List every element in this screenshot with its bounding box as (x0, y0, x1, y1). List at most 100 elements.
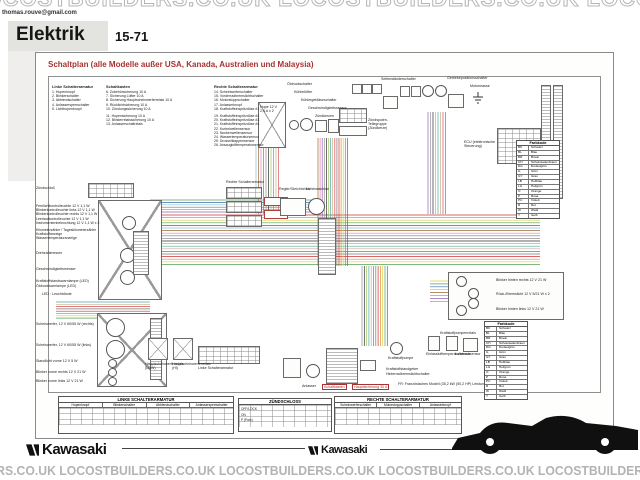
headlamp-right-symbol (106, 318, 125, 337)
legend-entry: 12. Blinkerrelaissicherung 10 A (106, 118, 155, 123)
right-switch-table: RECHTE SCHALTERARMATUR Scheinwerferschal… (334, 396, 462, 434)
table-section-header: Anlassersperrschalter (195, 403, 228, 408)
legend-entry: 2. Blinkerschalter (52, 94, 79, 99)
speedometer-label: Geschwindigkeitsmesser (36, 267, 76, 271)
connector-strip (133, 231, 149, 275)
fuel-warn-led-label: Kraftstoffstandswarnlampe (LED) (36, 279, 89, 283)
color-code-cell: R (517, 203, 529, 209)
page-number: 15-71 (115, 29, 149, 44)
gauge-symbol (120, 270, 135, 285)
kawasaki-logo-left: Kawasaki (26, 441, 107, 458)
legend-entry: 21. Kraftstoffeinspritzdüse #4 (214, 122, 260, 127)
rear-turn-right-lamp (456, 276, 467, 287)
sensor-symbol (435, 85, 447, 97)
gear-position-switch-box (448, 94, 464, 108)
color-code-cell: W (485, 389, 497, 395)
instrument-label: Kraftstoffanzeige (36, 232, 63, 237)
oil-switch-label: Öldruckschalter (287, 82, 312, 86)
position-lamp-symbol (108, 359, 117, 368)
color-code-cell: CH (517, 160, 529, 165)
kawasaki-logo-center: Kawasaki (308, 444, 368, 456)
color-code-cell: PU (517, 199, 529, 204)
connector-strip (318, 218, 336, 275)
color-code-cell: Dunkelgrün (499, 345, 515, 350)
bottom-watermark: ERS.CO.UK LOCOSTBUILDERS.CO.UK LOCOSTBUI… (0, 463, 640, 478)
color-code-cell: BR (485, 336, 497, 341)
table-section-header: Abblendschalter (147, 403, 191, 408)
table-title: ZÜNDSCHLOSS (239, 399, 331, 406)
spark-plug-row (339, 126, 367, 136)
table-section-header: Motorstoppschalter (377, 403, 420, 408)
legend-entry: 1. Hupenknopf (52, 90, 75, 94)
legend-entry: 6. Zubehörsicherung 10 A (106, 90, 147, 94)
legend-entry: 23. Nockenwellensensor (214, 130, 253, 135)
battery-box (283, 358, 301, 378)
color-code-cell: Violett (499, 379, 508, 384)
color-code-cell: LB (517, 179, 529, 184)
ignition-coil-block (339, 108, 367, 123)
legend-entry: 10. Zündungssicherung 10 A (106, 106, 151, 111)
legend-right-switch: Rechte Schalterarmatur 14. Scheinwerfers… (214, 84, 306, 147)
color-code-title: Farbkode (485, 322, 527, 327)
top-watermark: LOCOSTBUILDERS.CO.UK LOCOSTBUILDERS.CO.U… (0, 0, 640, 12)
color-code-cell: Violett (531, 198, 540, 203)
instrument-label: Kilometerzähler / Tageskilometerzähler (36, 227, 97, 232)
right-switch-connector (226, 187, 262, 199)
color-code-cell: G (517, 169, 529, 175)
kawasaki-wordmark: Kawasaki (42, 441, 107, 458)
kawasaki-wordmark: Kawasaki (321, 444, 368, 456)
legend-entry: 5. Lichthupenknopf (52, 106, 82, 111)
color-code-cell: Schokoladenbraun (531, 159, 557, 164)
legend-title: Schaltkasten (106, 84, 131, 89)
instrument-label: Wassertemperaturanzeige (36, 236, 77, 241)
connector-box (411, 86, 421, 97)
instrument-label: Blinkerkontrolleuchte links 12 V 1,1 W (36, 208, 95, 213)
alternator-symbol (308, 198, 325, 215)
tachometer-label: Drehzahlmesser (36, 251, 63, 255)
table-row-label: ON (241, 412, 246, 417)
turn-front-left-label: Blinker vorne links 12 V 21 W (36, 379, 83, 383)
legend-entry: 13. Anlasserschaltrelais (106, 122, 143, 127)
fan-switch-box (315, 120, 327, 132)
color-code-cell: Braun (499, 335, 508, 340)
right-switch-connector (226, 201, 262, 213)
headlamp-left-symbol (106, 340, 125, 359)
legend-entry: 14. Scheinwerferschalter (214, 90, 253, 94)
instrument-label: Leerlaufkontrolleuchte 12 V 1,1 W (36, 216, 89, 221)
color-code-cell: DG (517, 165, 529, 170)
color-code-cell: Rosa (499, 374, 507, 379)
color-code-cell: Rot (531, 203, 536, 208)
color-code-cell: Orange (499, 369, 510, 374)
left-switch-connector (198, 346, 260, 364)
right-switch-connector (226, 215, 262, 227)
main-fuse-box (360, 360, 376, 371)
horn-label: Hupe 12 V 2,5 A x 2 (260, 105, 277, 114)
legend-title: Rechte Schalterarmatur (214, 84, 258, 89)
color-code-cell: Grün (499, 350, 506, 355)
legend-entry: 25. Drosselklappensensor (214, 139, 255, 144)
color-code-cell: BK (485, 326, 497, 331)
starter-label: Anlasser (302, 384, 316, 388)
color-code-cell: BL (517, 150, 529, 155)
side-stand-label: Seitenständerschalter (381, 77, 416, 81)
color-code-cell: Dunkelgrün (531, 164, 547, 169)
color-code-cell: O (517, 189, 529, 194)
spark-plugs-label: Zündkerzen (315, 114, 334, 118)
ecu-label: ECU (elektronische Steuerung) (464, 140, 495, 149)
